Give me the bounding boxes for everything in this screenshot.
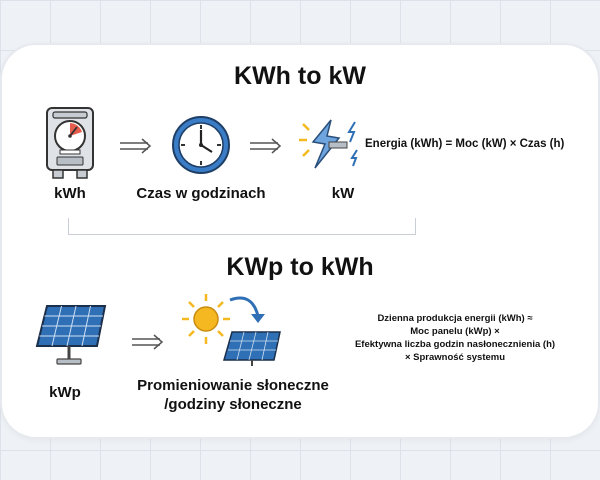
irradiation-label: Promieniowanie słoneczne /godziny słonec…	[128, 376, 338, 414]
formula-line: Efektywna liczba godzin nasłonecznienia …	[354, 339, 556, 350]
panel-label: kWp	[49, 384, 81, 401]
clock-icon	[172, 116, 230, 174]
formula-line: Moc panelu (kWp) ×	[410, 326, 500, 337]
lightning-power-icon	[299, 119, 358, 169]
bottom-title: KWp to kWh	[226, 253, 374, 281]
power-label: kW	[331, 185, 355, 202]
clock-label: Czas w godzinach	[136, 185, 266, 202]
electric-meter-icon	[46, 107, 94, 179]
irradiation-label-line-2: /godziny słoneczne	[164, 396, 302, 413]
energy-formula: Energia (kWh) = Moc (kW) × Czas (h)	[365, 138, 565, 150]
arrow-right-icon	[132, 334, 164, 350]
arrow-right-icon	[250, 138, 282, 154]
meter-label: kWh	[54, 185, 86, 202]
irradiation-label-line-1: Promieniowanie słoneczne	[137, 377, 329, 394]
top-title: KWh to kW	[234, 62, 366, 90]
daily-production-formula: Dzienna produkcja energii (kWh) ≈ Moc pa…	[325, 312, 585, 364]
solar-panel-icon	[35, 305, 107, 365]
arrow-right-icon	[120, 138, 152, 154]
diagram-card	[2, 45, 598, 437]
sun-irradiation-icon	[182, 294, 281, 366]
formula-line: Dzienna produkcja energii (kWh) ≈	[377, 313, 533, 324]
section-connector	[68, 218, 416, 235]
formula-line: × Sprawność systemu	[404, 352, 506, 363]
